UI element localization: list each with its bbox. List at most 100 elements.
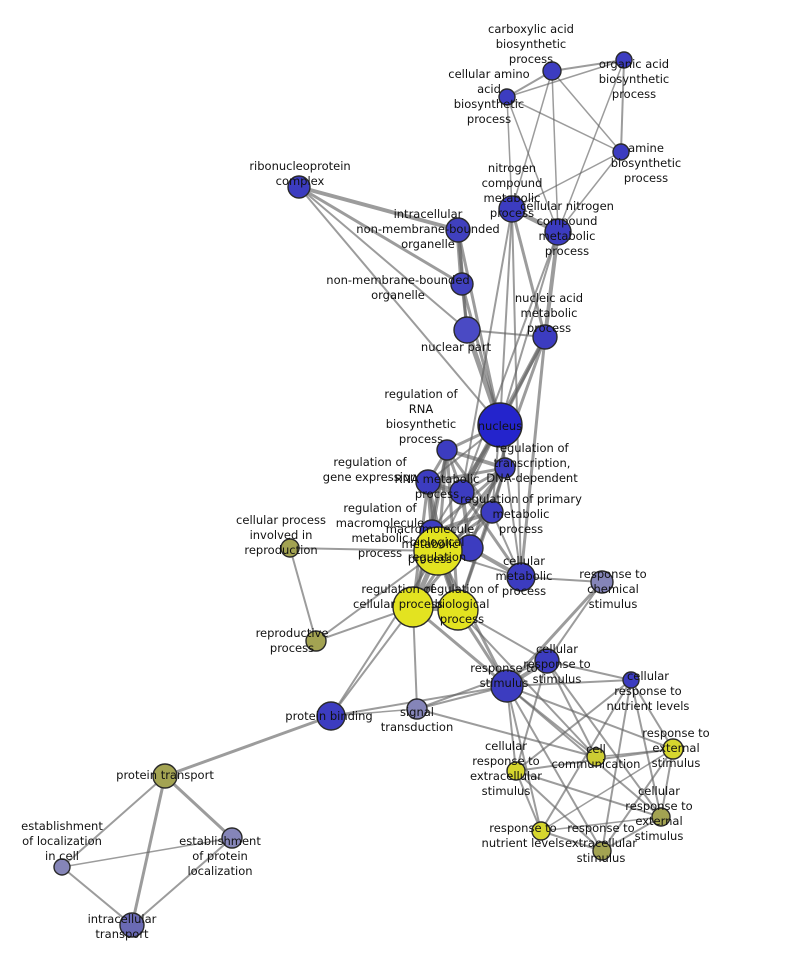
node-intra_organelle[interactable] [445,217,471,243]
node-bio_regulation[interactable] [413,526,463,576]
node-reg_cell_process[interactable] [392,586,434,628]
edge-organic--amino[interactable] [506,59,625,98]
edge-reg_bio_process--cell_comm[interactable] [457,609,597,758]
node-resp_extracell[interactable] [592,841,612,861]
edge-cell_resp_extracell--cell_resp_external[interactable] [515,770,662,818]
edge-carboxylic--amine[interactable] [551,70,622,153]
edge-cell_resp_stimulus--cell_resp_nutrient[interactable] [546,660,632,681]
edge-cell_resp_nutrient--cell_resp_external[interactable] [630,679,662,818]
edge-amino--amine[interactable] [506,96,622,153]
edge-nucleus--cell_metabolic[interactable] [499,424,522,578]
edge-resp_nutrient--resp_extracell[interactable] [540,830,603,852]
node-cell_metabolic[interactable] [506,562,536,592]
edge-rna_metabolic--cell_metabolic[interactable] [460,490,523,579]
node-cell_resp_nutrient[interactable] [622,671,640,689]
node-cell_nitrogen[interactable] [544,218,572,246]
node-reg_bio_process[interactable] [437,589,479,631]
node-organic[interactable] [615,51,633,69]
edge-amino--cell_nitrogen[interactable] [506,96,559,233]
edge-cell_resp_stimulus--signal_transduction[interactable] [416,660,548,710]
node-nucleus[interactable] [477,402,523,448]
node-protein_binding[interactable] [316,701,346,731]
edge-resp_stimulus--resp_nutrient[interactable] [506,685,542,832]
edge-cell_nitrogen--nucleus[interactable] [499,231,559,426]
edge-organic--amine[interactable] [620,59,625,153]
edge-cell_resp_stimulus--cell_resp_external[interactable] [546,660,662,818]
edge-carboxylic--nitrogen[interactable] [511,70,553,210]
edge-ribonucleoprotein--nucleus[interactable] [298,186,501,426]
edge-cell_resp_extracell--resp_extracell[interactable] [515,770,603,852]
edge-protein_binding--protein_transport[interactable] [163,714,333,778]
edge-ribonucleoprotein--nuclear_part[interactable] [298,186,468,331]
node-reg_rna[interactable] [436,439,458,461]
node-rna_metabolic[interactable] [449,479,475,505]
node-repro_process[interactable] [305,630,327,652]
node-repro_cell_process[interactable] [280,538,300,558]
node-amino[interactable] [498,88,516,106]
node-cell_resp_extracell[interactable] [506,761,526,781]
edge-nitrogen--nucleus[interactable] [499,208,513,426]
edge-organic--cell_nitrogen[interactable] [557,59,625,233]
edge-ribonucleoprotein--intra_organelle[interactable] [297,185,460,232]
edge-cell_resp_extracell--resp_nutrient[interactable] [515,770,542,832]
edge-reg_cell_process--protein_binding[interactable] [330,606,414,717]
edge-nucleic_acid--cell_metabolic[interactable] [519,335,547,579]
edge-cell_comm--signal_transduction[interactable] [416,708,597,758]
edge-cell_resp_nutrient--resp_external[interactable] [630,679,674,750]
edge-est_protein_loc--est_loc_cell[interactable] [61,837,233,868]
node-cell_resp_stimulus[interactable] [534,648,560,674]
edge-resp_nutrient--cell_resp_external[interactable] [540,816,662,832]
edge-resp_external--cell_resp_external[interactable] [660,748,674,818]
node-reg_gene[interactable] [415,469,441,495]
edge-bio_regulation--protein_binding[interactable] [330,550,439,717]
node-nuclear_part[interactable] [453,316,481,344]
node-organelle[interactable] [450,272,474,296]
edge-protein_transport--intracell_transport[interactable] [130,774,167,927]
edge-resp_external--resp_extracell[interactable] [601,748,674,852]
edge-resp_stimulus--resp_extracell[interactable] [506,685,603,852]
edge-cell_resp_stimulus--cell_comm[interactable] [546,660,597,758]
edge-nitrogen--rna_metabolic[interactable] [461,208,513,493]
edge-bio_regulation--repro_process[interactable] [315,550,439,642]
edge-nitrogen--nucleic_acid[interactable] [510,207,547,339]
node-amine[interactable] [612,143,630,161]
edge-repro_cell_process--repro_process[interactable] [289,547,317,642]
node-signal_transduction[interactable] [406,698,428,720]
node-cell_comm[interactable] [586,747,606,767]
edge-cell_resp_stimulus--resp_chemical[interactable] [546,581,603,662]
edge-resp_stimulus--cell_resp_external[interactable] [506,685,662,818]
edge-resp_stimulus--cell_resp_nutrient[interactable] [506,679,632,687]
edge-amine--nitrogen[interactable] [511,151,622,210]
node-est_protein_loc[interactable] [221,827,243,849]
node-resp_chemical[interactable] [590,570,614,594]
edge-ribonucleoprotein--organelle[interactable] [297,185,464,286]
edge-protein_transport--est_loc_cell[interactable] [61,775,166,868]
node-cell_resp_external[interactable] [651,807,671,827]
edge-resp_external--resp_nutrient[interactable] [540,748,674,832]
node-carboxylic[interactable] [542,61,562,81]
edge-cell_nitrogen--rna_metabolic[interactable] [461,231,559,493]
edge-resp_stimulus--resp_external[interactable] [506,685,674,750]
node-reg_primary[interactable] [480,500,504,524]
edge-cell_resp_nutrient--cell_resp_extracell[interactable] [515,679,632,772]
edge-carboxylic--organic[interactable] [551,59,625,72]
node-ribonucleoprotein[interactable] [287,175,311,199]
edge-est_protein_loc--intracell_transport[interactable] [131,837,233,926]
edge-resp_stimulus--resp_chemical[interactable] [505,580,604,688]
node-protein_transport[interactable] [152,763,178,789]
node-intracell_transport[interactable] [119,912,145,938]
node-resp_external[interactable] [662,738,684,760]
edge-cell_resp_stimulus--cell_resp_extracell[interactable] [515,660,548,772]
edge-resp_extracell--cell_resp_external[interactable] [601,816,662,852]
node-nucleic_acid[interactable] [532,324,558,350]
edge-cell_nitrogen--nucleic_acid[interactable] [543,230,560,339]
edge-protein_transport--est_protein_loc[interactable] [163,774,234,840]
node-resp_stimulus[interactable] [490,669,524,703]
edge-cell_resp_nutrient--resp_extracell[interactable] [601,679,632,852]
edge-amine--cell_nitrogen[interactable] [557,151,622,233]
edge-reg_transcription--reg_gene[interactable] [426,466,507,484]
edge-amino--nitrogen[interactable] [506,96,513,210]
edge-carboxylic--cell_nitrogen[interactable] [551,70,559,233]
node-nitrogen[interactable] [498,195,526,223]
